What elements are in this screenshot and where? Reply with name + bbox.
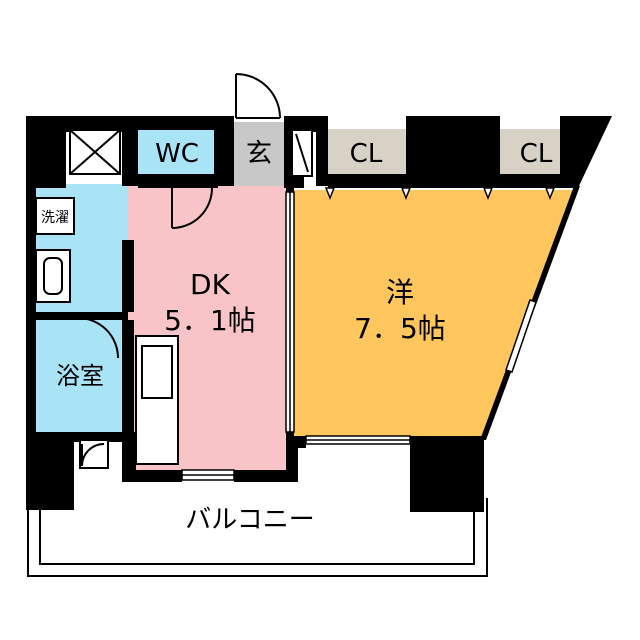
bath-floor [36,318,124,434]
closet-left-floor [326,129,406,174]
kitchen-counter [135,335,179,465]
closet-markers [324,187,556,201]
wc-door [171,187,213,229]
window-western-balcony [305,435,411,445]
bath-label: 浴室 [56,362,104,390]
closet-left-label: CL [350,139,383,169]
balcony: バルコニー [27,498,488,577]
entrance-floor [232,122,286,186]
entrance-label: 玄 [246,139,272,169]
western-room-floor [292,190,574,438]
window-dk-balcony [181,469,235,481]
dk-size-label: 5．1帖 [164,304,256,337]
balcony-label: バルコニー [185,505,314,535]
western-name-label: 洋 [386,276,414,309]
western-size-label: 7．5帖 [354,312,446,345]
laundry-box: 洗濯 [35,197,75,235]
laundry-label: 洗濯 [41,210,69,226]
bath-door [77,317,119,359]
closet-door-slash [291,129,313,177]
wc-floor [136,129,216,174]
utility-door [79,439,109,469]
dk-name-label: DK [190,268,231,301]
window-western-side [505,299,537,373]
entrance-door [235,73,281,119]
partition-sliding-door [285,191,295,433]
storage-box [69,129,121,175]
washbasin [35,249,71,303]
wc-label: WC [155,139,199,169]
closet-right-label: CL [520,139,553,169]
